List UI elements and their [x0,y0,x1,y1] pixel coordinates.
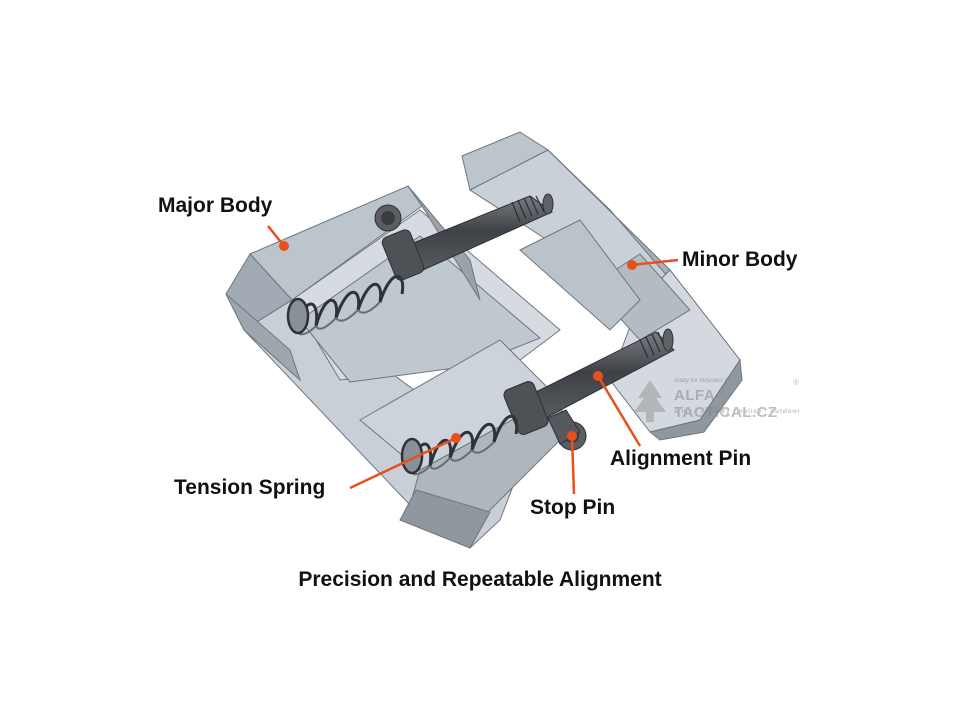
watermark-tags: army · military · police · outdoor [674,408,801,415]
diagram-caption: Precision and Repeatable Alignment [298,568,662,591]
lower-tension-spring [400,414,519,476]
leader-minor-body [627,258,679,270]
upper-tension-spring [286,274,405,336]
tree-logo-icon [634,380,666,422]
label-major-body: Major Body [158,194,273,217]
leader-alignment-pin [593,371,642,447]
label-stop-pin: Stop Pin [530,496,616,519]
watermark-logo: ready for business ! ALFA TACTICAL.CZ ® … [628,378,813,424]
leader-major-body [267,225,289,251]
watermark-tagline: ready for business ! [674,378,727,384]
leader-tension-spring [349,433,461,490]
label-minor-body: Minor Body [682,248,798,271]
leader-stop-pin [567,431,577,495]
label-alignment-pin: Alignment Pin [610,447,752,470]
upper-alignment-pin [374,193,554,281]
watermark-registered: ® [793,378,799,387]
watermark-brand: ALFA TACTICAL.CZ [674,387,778,421]
label-tension-spring: Tension Spring [174,476,326,499]
